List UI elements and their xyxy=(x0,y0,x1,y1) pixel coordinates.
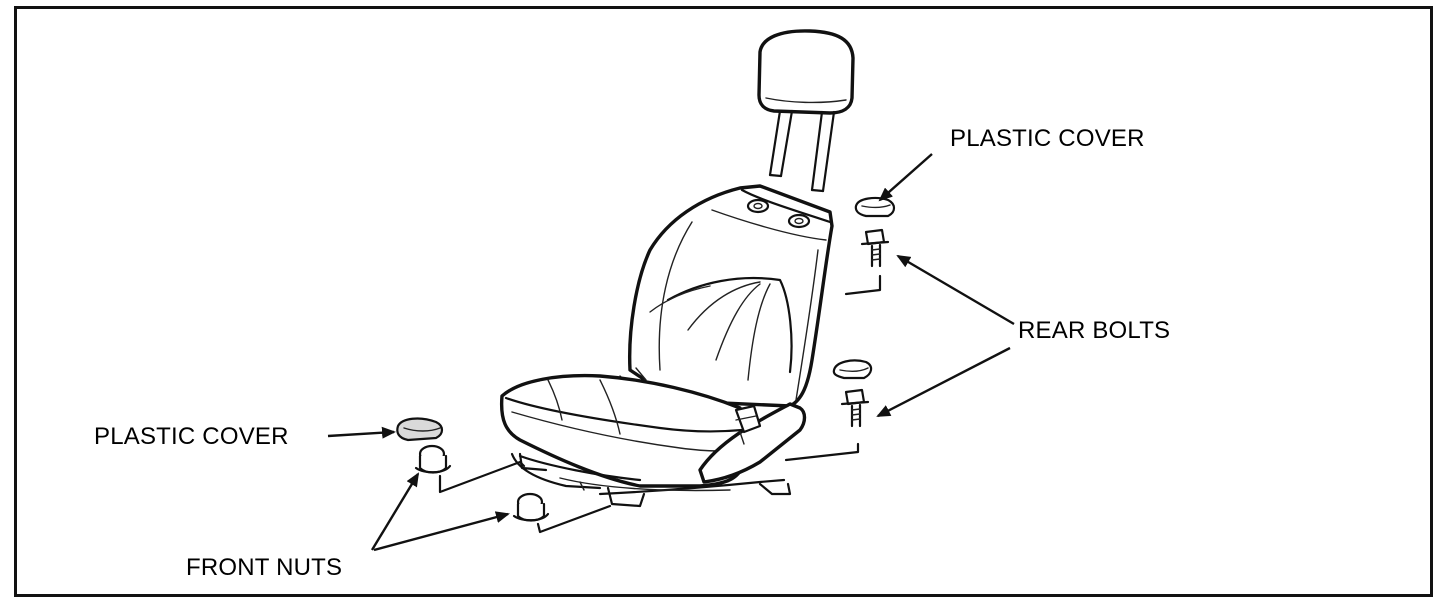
seat-cushion xyxy=(499,373,748,488)
arrow-front-nuts-left xyxy=(370,472,420,551)
front-nut-lower xyxy=(512,492,612,534)
label-rear-bolts: REAR BOLTS xyxy=(1018,317,1170,344)
arrow-rear-bolts-lower xyxy=(876,346,1011,418)
arrow-front-nuts-lower xyxy=(373,511,510,552)
label-plastic-cover-top: PLASTIC COVER xyxy=(950,125,1145,152)
recliner-side-panel xyxy=(698,402,807,484)
arrow-rear-bolts-top xyxy=(896,254,1015,326)
leader-arrows xyxy=(327,153,1015,552)
rear-bolt-lower xyxy=(784,388,870,462)
plastic-cover-left-part xyxy=(396,417,444,442)
label-front-nuts: FRONT NUTS xyxy=(186,554,342,581)
rear-bolt-top xyxy=(844,228,890,296)
arrow-plastic-cover-top xyxy=(878,153,933,202)
headrest xyxy=(757,29,855,193)
arrow-plastic-cover-left xyxy=(327,426,396,439)
label-plastic-cover-left: PLASTIC COVER xyxy=(94,423,289,450)
plastic-cover-top-part xyxy=(854,196,896,218)
front-nut-left xyxy=(414,444,526,494)
seat-back xyxy=(619,184,834,408)
seat-rails xyxy=(510,452,792,508)
plastic-cover-lower-right xyxy=(832,359,873,380)
